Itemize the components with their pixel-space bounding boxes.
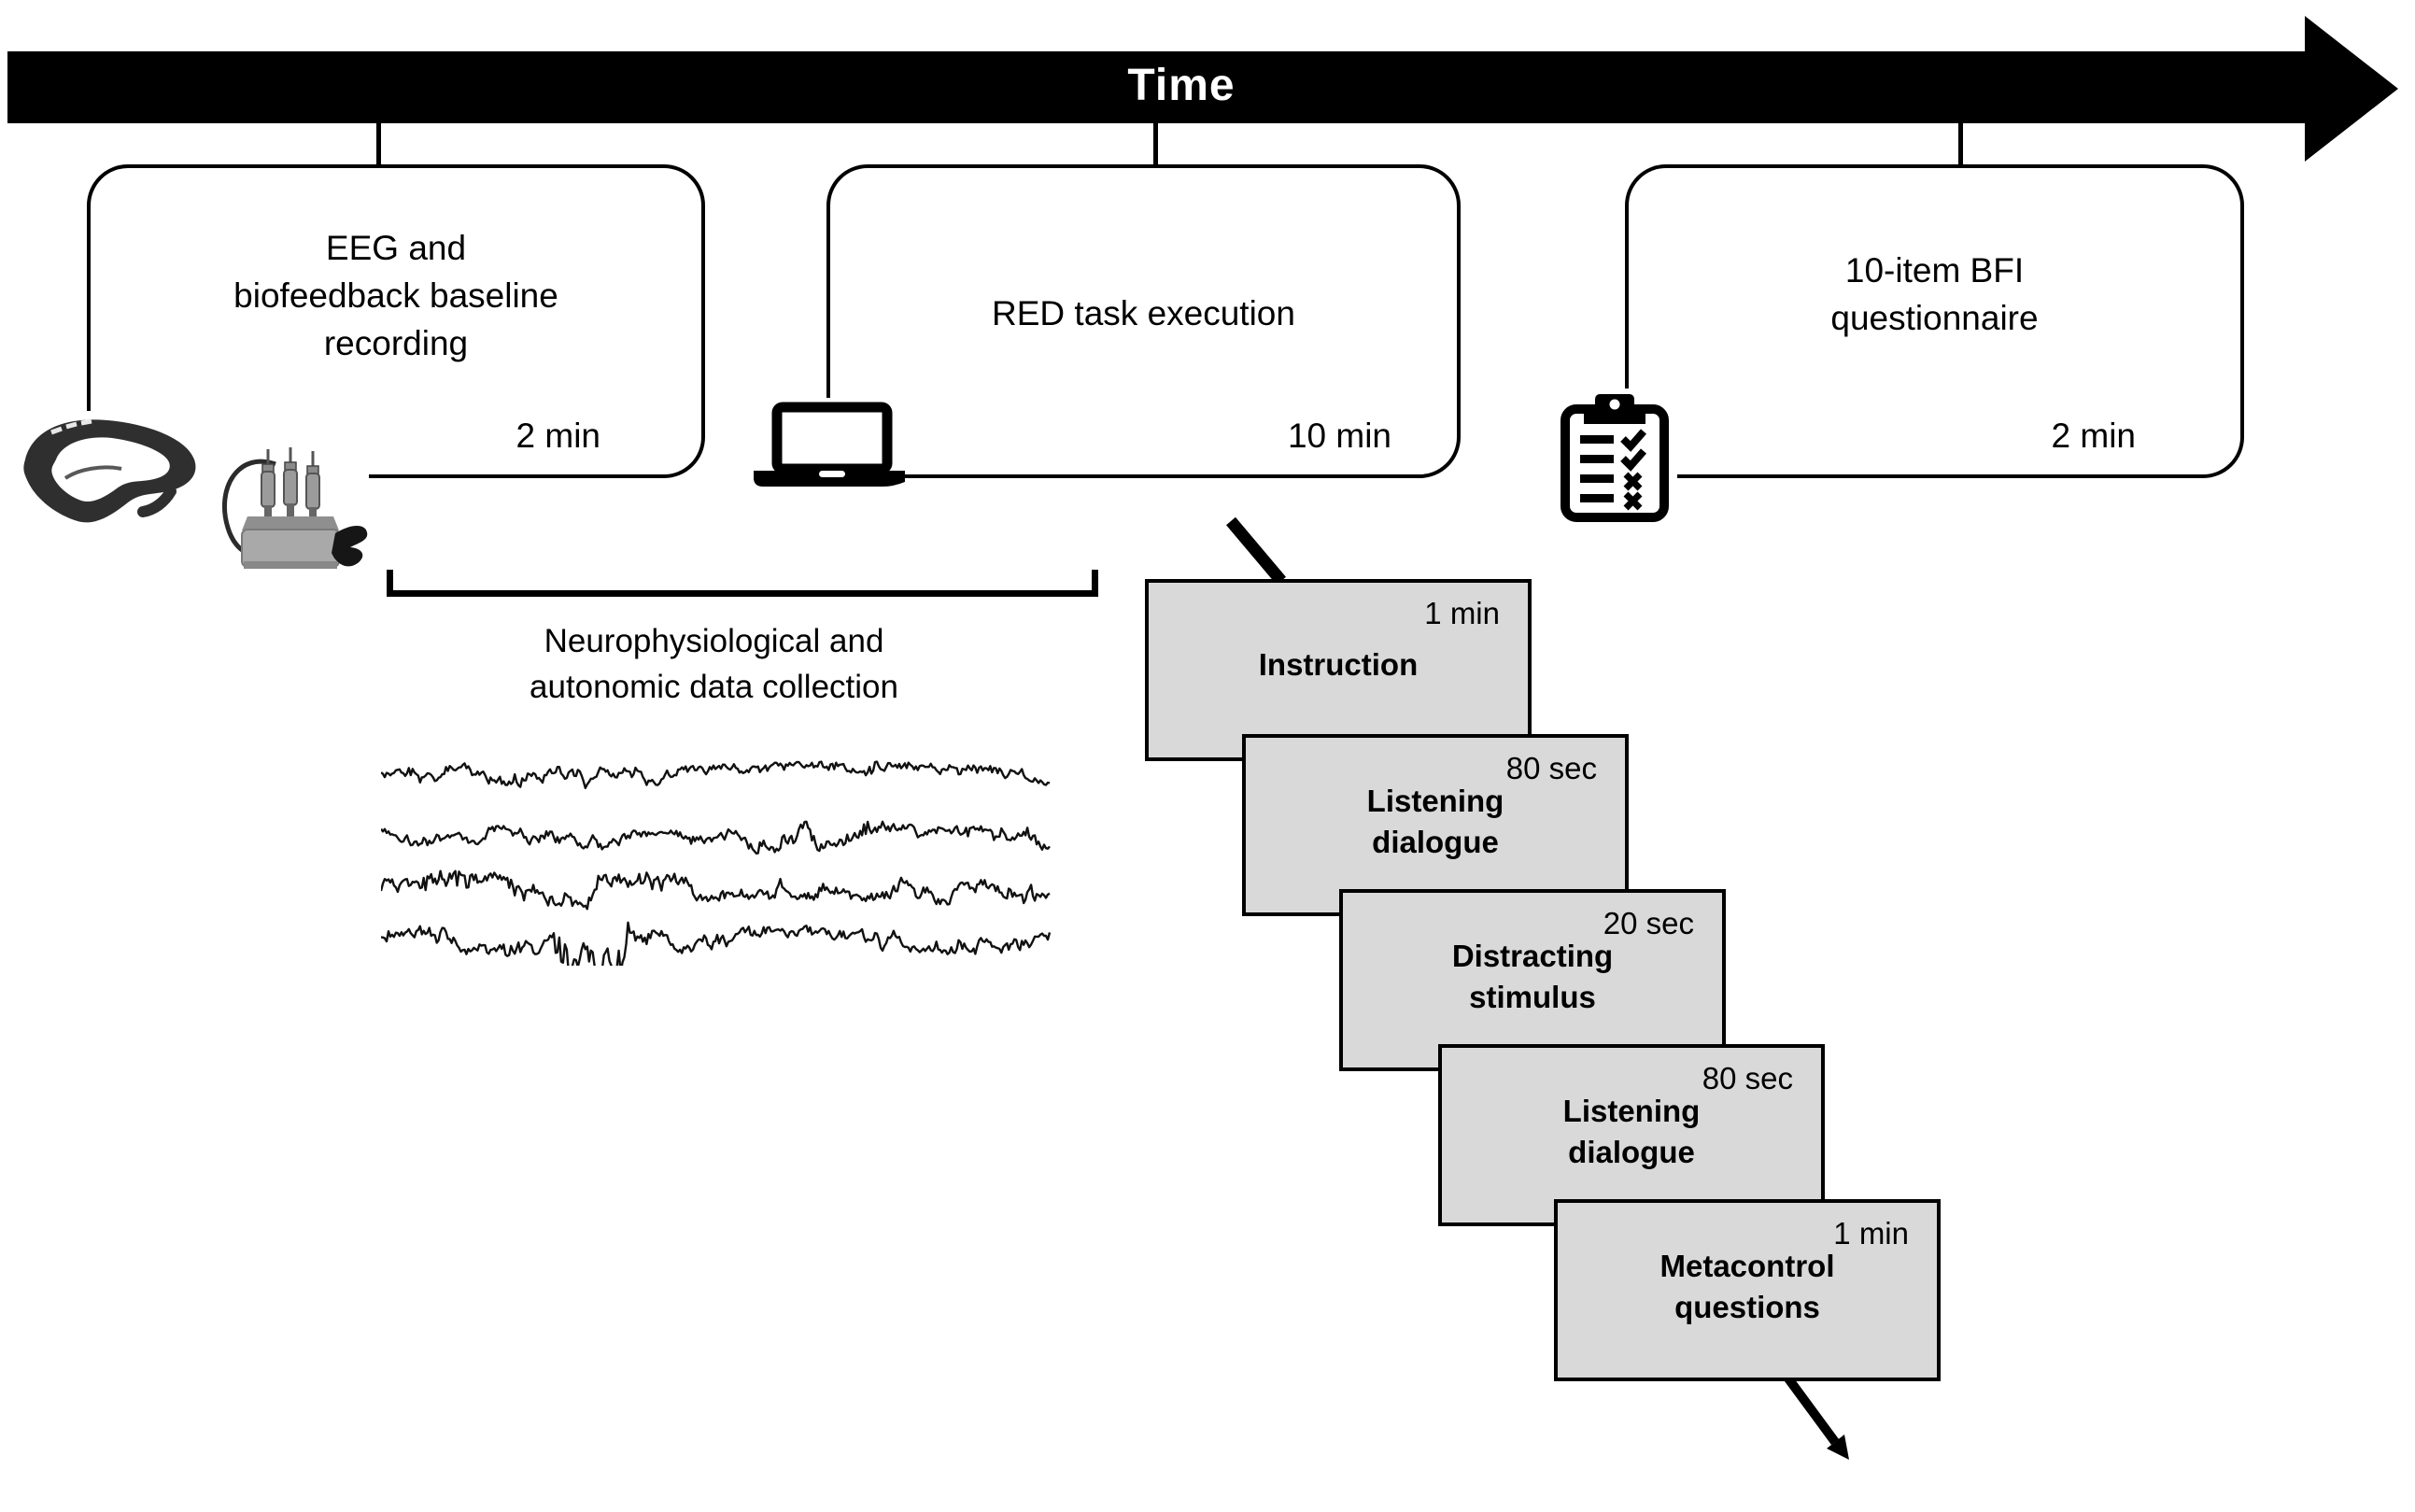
phase-duration: 2 min — [2051, 417, 2136, 455]
task-slide-listening-dialogue-2: 80 sec Listening dialogue — [1438, 1044, 1825, 1226]
task-slide-listening-dialogue-1: 80 sec Listening dialogue — [1242, 734, 1629, 916]
phase-title: 10-item BFI questionnaire — [1830, 251, 2039, 337]
phase-box-bfi-questionnaire: 10-item BFI questionnaire 2 min — [1625, 164, 2244, 478]
time-axis-label: Time — [1127, 61, 1236, 110]
data-collection-bracket — [387, 590, 1098, 597]
phase-title: RED task execution — [992, 294, 1295, 332]
slide-duration: 1 min — [1833, 1216, 1909, 1251]
connector-stem-phase2 — [1153, 121, 1158, 166]
slide-title: Listening dialogue — [1366, 784, 1504, 859]
slide-title: Distracting stimulus — [1451, 939, 1614, 1014]
slide-duration: 1 min — [1424, 596, 1500, 630]
connector-stem-phase3 — [1958, 121, 1963, 166]
slide-title: Listening dialogue — [1562, 1094, 1701, 1169]
phase-box-eeg-baseline: EEG and biofeedback baseline recording 2… — [87, 164, 705, 478]
bracket-left-tick — [387, 570, 393, 597]
phase-box-red-task: RED task execution 10 min — [826, 164, 1461, 478]
phase-title: EEG and biofeedback baseline recording — [233, 229, 558, 362]
eeg-headset-icon — [14, 411, 210, 537]
task-slide-instruction: 1 min Instruction — [1145, 579, 1532, 761]
eeg-traces-image — [381, 760, 1052, 966]
connector-stem-phase1 — [376, 121, 381, 166]
phase-duration: 10 min — [1287, 417, 1391, 455]
task-to-slides-connector — [1226, 516, 1286, 586]
sequence-end-arrow-icon — [1781, 1372, 1849, 1460]
time-arrowhead-icon — [2305, 16, 2398, 162]
slide-title: Metacontrol questions — [1659, 1249, 1835, 1324]
slide-title: Instruction — [1258, 647, 1419, 682]
slide-duration: 80 sec — [1702, 1061, 1793, 1095]
time-arrow-bar — [7, 51, 2309, 123]
data-collection-caption: Neurophysiological and autonomic data co… — [530, 623, 898, 705]
task-slide-metacontrol-questions: 1 min Metacontrol questions — [1554, 1199, 1941, 1381]
task-slide-distracting-stimulus: 20 sec Distracting stimulus — [1339, 889, 1726, 1071]
bracket-right-tick — [1092, 570, 1098, 597]
slide-duration: 80 sec — [1505, 751, 1597, 785]
clipboard-checklist-icon — [1556, 389, 1677, 524]
slide-duration: 20 sec — [1603, 906, 1694, 940]
phase-duration: 2 min — [515, 417, 600, 455]
biofeedback-sensor-icon — [210, 444, 369, 574]
laptop-icon — [752, 398, 920, 487]
